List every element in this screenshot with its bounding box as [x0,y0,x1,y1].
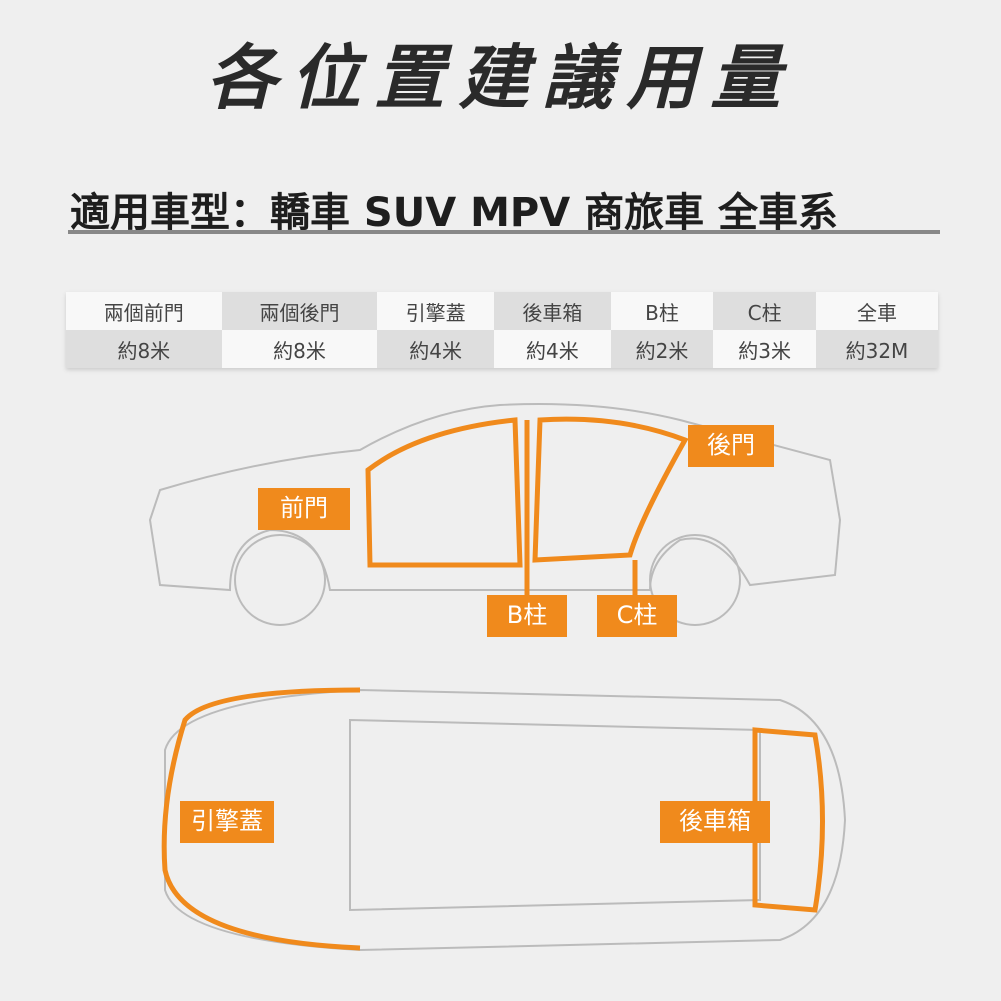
table-cell: 全車 [815,292,938,330]
label-b-pillar: B柱 [487,595,567,637]
applicable-models: 適用車型：轎車 SUV MPV 商旅車 全車系 [70,190,839,236]
table-cell: 約32M [815,330,938,368]
table-cell: 兩個後門 [221,292,378,330]
table-header-row: 兩個前門 兩個後門 引擎蓋 後車箱 B柱 C柱 全車 [66,292,938,330]
table-cell: 約8米 [66,330,222,368]
table-cell: 約8米 [221,330,378,368]
label-hood: 引擎蓋 [180,801,274,843]
label-rear-door: 後門 [688,425,774,467]
table-cell: C柱 [713,292,816,330]
table-cell: B柱 [610,292,714,330]
page-title: 各位置建議用量 [206,37,795,119]
divider [68,230,940,234]
table-cell: 約3米 [713,330,816,368]
side-view-car-outline [148,403,842,626]
table-cell: 引擎蓋 [377,292,495,330]
label-c-pillar: C柱 [597,595,677,637]
table-cell: 兩個前門 [66,292,222,330]
usage-table: 兩個前門 兩個後門 引擎蓋 後車箱 B柱 C柱 全車 約8米 約8米 約4米 約… [66,292,938,368]
side-view-seal-lines [365,416,689,600]
table-cell: 約2米 [610,330,714,368]
top-view-seal-lines [161,687,825,951]
label-front-door: 前門 [258,488,350,530]
table-cell: 約4米 [494,330,611,368]
label-trunk: 後車箱 [660,801,770,843]
table-cell: 後車箱 [494,292,611,330]
table-cell: 約4米 [377,330,495,368]
table-value-row: 約8米 約8米 約4米 約4米 約2米 約3米 約32M [66,330,938,368]
top-view-car-outline [164,688,847,952]
